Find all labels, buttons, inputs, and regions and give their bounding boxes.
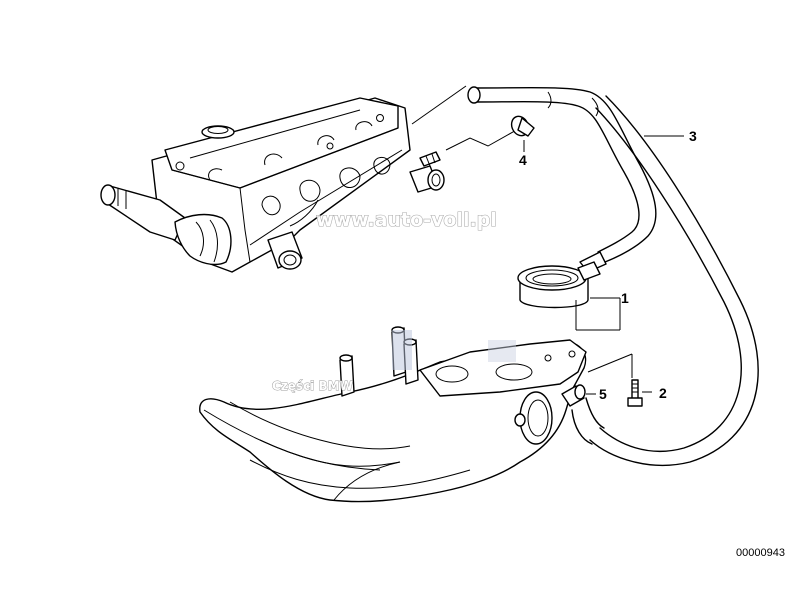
- callout-1: 1: [621, 290, 629, 306]
- assembly-leader-lines: [411, 85, 521, 151]
- watermark: www.auto-voll.pl Części BMW: [272, 208, 516, 393]
- hose-clamp-part-4: [510, 115, 535, 152]
- watermark-caption: Części BMW: [272, 379, 353, 393]
- callout-2: 2: [659, 385, 667, 401]
- watermark-site: www.auto-voll.pl: [316, 209, 497, 231]
- hose-connector-part-5: [561, 384, 586, 407]
- pressure-regulator-valve-part-1: [517, 261, 601, 309]
- intake-manifold-drawing: [199, 326, 587, 503]
- callout-3: 3: [689, 128, 697, 144]
- document-number: 00000943: [736, 547, 785, 559]
- cylinder-head-drawing: [100, 97, 445, 273]
- callout-4: 4: [519, 152, 527, 168]
- callout-5: 5: [599, 386, 607, 402]
- callout-leaders: [575, 135, 684, 395]
- bolt-part-2: [627, 379, 643, 407]
